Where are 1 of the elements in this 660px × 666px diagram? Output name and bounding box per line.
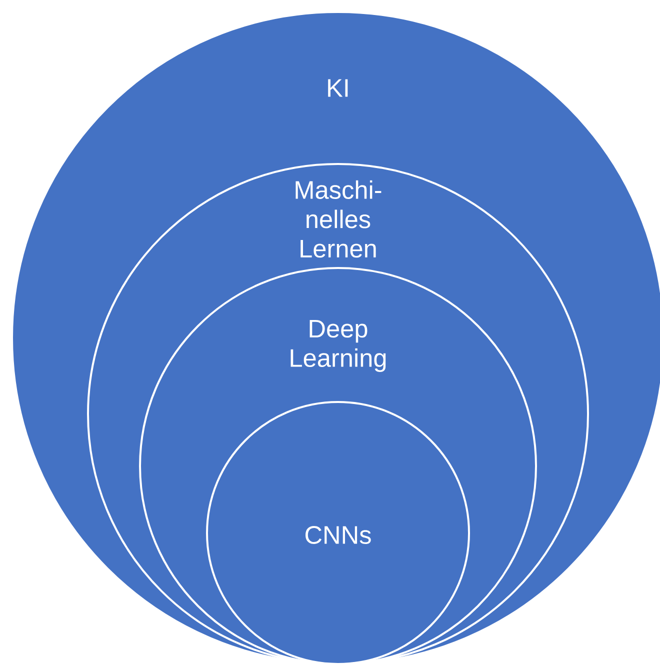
- node-label: CNNs: [306, 526, 371, 544]
